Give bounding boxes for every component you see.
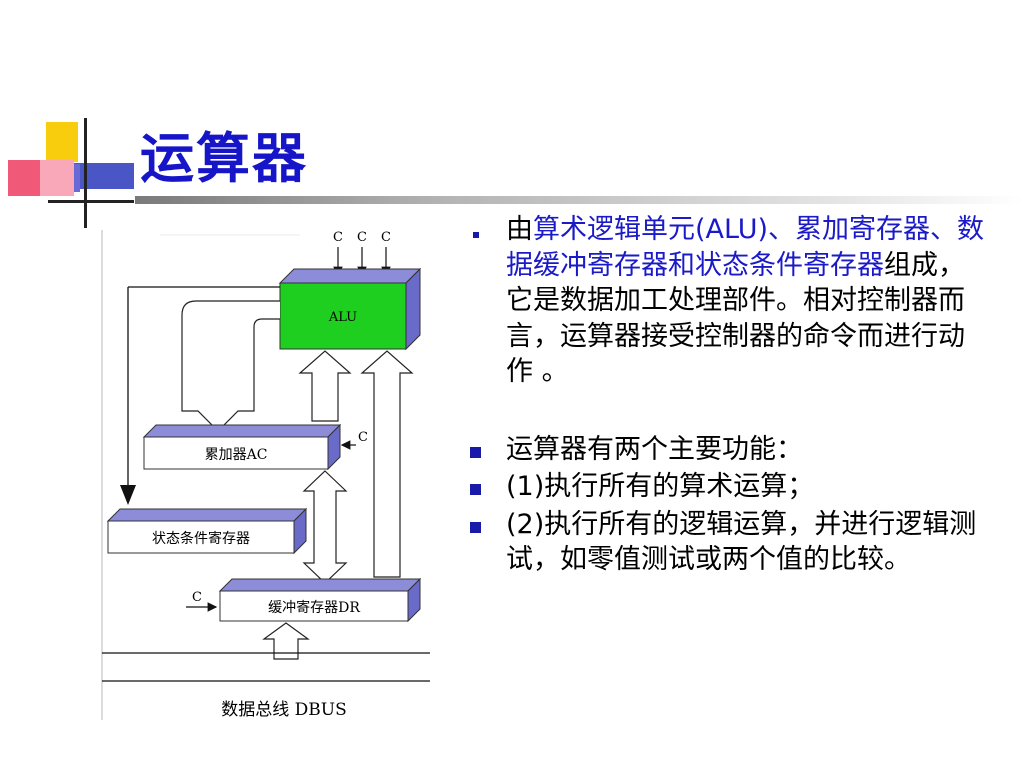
bullet-text: 运算器有两个主要功能： bbox=[506, 433, 803, 465]
alu-control-label: C bbox=[381, 230, 391, 245]
accumulator-block: 累加器AC bbox=[142, 423, 342, 471]
accumulator-label: 累加器AC bbox=[205, 447, 268, 463]
dr-to-alu-arrow bbox=[360, 350, 414, 578]
bullet-text: (1)执行所有的算术运算； bbox=[506, 471, 815, 502]
arithmetic-unit-diagram: C C C ALU 累加器AC C 状态条件寄存器 bbox=[101, 230, 430, 720]
title-underline bbox=[135, 196, 1024, 204]
bullet-item: (2)执行所有的逻辑运算，并进行逻辑测试，如零值测试或两个值的比较。 bbox=[470, 507, 990, 578]
bullet-marker bbox=[473, 232, 479, 238]
bullet-marker bbox=[470, 521, 481, 533]
accumulator-control-label: C bbox=[358, 430, 368, 445]
alu-feedback-path bbox=[181, 300, 280, 432]
bullet-item: 运算器有两个主要功能： bbox=[470, 432, 990, 468]
ac-dr-bidirectional-arrow bbox=[302, 470, 348, 584]
bullet-item: (1)执行所有的算术运算； bbox=[470, 469, 990, 505]
alu-label: ALU bbox=[328, 310, 357, 325]
alu-control-inputs: C C C bbox=[333, 230, 391, 277]
bullet-item: 由算术逻辑单元(ALU)、累加寄存器、数据缓冲寄存器和状态条件寄存器组成，它是数… bbox=[470, 212, 990, 390]
bullet-text: (2)执行所有的逻辑运算，并进行逻辑测试，如零值测试或两个值的比较。 bbox=[506, 508, 977, 576]
bullet-marker bbox=[470, 484, 481, 495]
status-register-block: 状态条件寄存器 bbox=[106, 507, 308, 555]
buffer-control-label: C bbox=[192, 590, 202, 605]
title-ornament bbox=[8, 118, 134, 228]
bullet-text-highlight: 算术逻辑单元(ALU)、累加寄存器、数据缓冲寄存器和状态条件寄存器 bbox=[506, 214, 984, 281]
slide-title: 运算器 bbox=[140, 127, 308, 190]
status-register-label: 状态条件寄存器 bbox=[152, 530, 250, 547]
alu-control-label: C bbox=[333, 230, 343, 245]
bullet-text-plain: 组成，它是数据加工处理部件。相对控制器而言，运算器接受控制器的命令而进行动作 。 bbox=[506, 249, 965, 388]
alu-block: ALU bbox=[278, 267, 422, 351]
buffer-register-block: 缓冲寄存器DR bbox=[218, 577, 422, 623]
bullet-list: 由算术逻辑单元(ALU)、累加寄存器、数据缓冲寄存器和状态条件寄存器组成，它是数… bbox=[470, 212, 990, 580]
ac-to-alu-arrow bbox=[298, 350, 352, 422]
buffer-register-label: 缓冲寄存器DR bbox=[268, 599, 360, 616]
bullet-text-plain: 由 bbox=[506, 214, 533, 245]
bus-to-dr-arrow bbox=[262, 622, 310, 660]
bus-label: 数据总线 DBUS bbox=[221, 700, 347, 720]
alu-control-label: C bbox=[357, 230, 367, 245]
bullet-marker bbox=[470, 446, 481, 458]
